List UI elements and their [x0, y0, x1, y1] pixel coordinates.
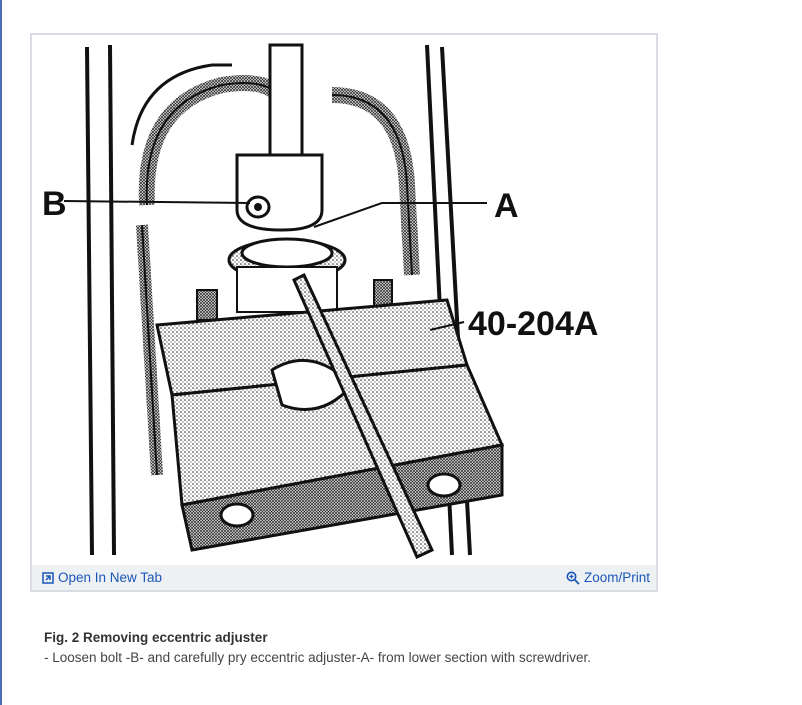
callout-a: A	[494, 187, 519, 225]
open-new-tab-label: Open In New Tab	[58, 570, 163, 585]
figure-caption: Fig. 2 Removing eccentric adjuster - Loo…	[44, 630, 764, 665]
figure-card: B A 40-204A Open In New Tab Zoom/Print	[30, 33, 658, 592]
zoom-in-icon	[566, 571, 580, 585]
open-new-tab-icon	[42, 571, 54, 584]
figure-illustration[interactable]: B A 40-204A	[32, 35, 656, 565]
open-new-tab-link[interactable]: Open In New Tab	[42, 570, 162, 585]
zoom-print-link[interactable]: Zoom/Print	[566, 570, 650, 585]
left-accent-rule	[0, 0, 2, 705]
callout-tool: 40-204A	[468, 305, 598, 343]
figure-toolbar: Open In New Tab Zoom/Print	[32, 565, 656, 590]
callout-b: B	[42, 185, 67, 223]
caption-title: Fig. 2 Removing eccentric adjuster	[44, 630, 268, 645]
zoom-print-label: Zoom/Print	[583, 570, 650, 585]
caption-step: - Loosen bolt -B- and carefully pry ecce…	[44, 650, 591, 665]
